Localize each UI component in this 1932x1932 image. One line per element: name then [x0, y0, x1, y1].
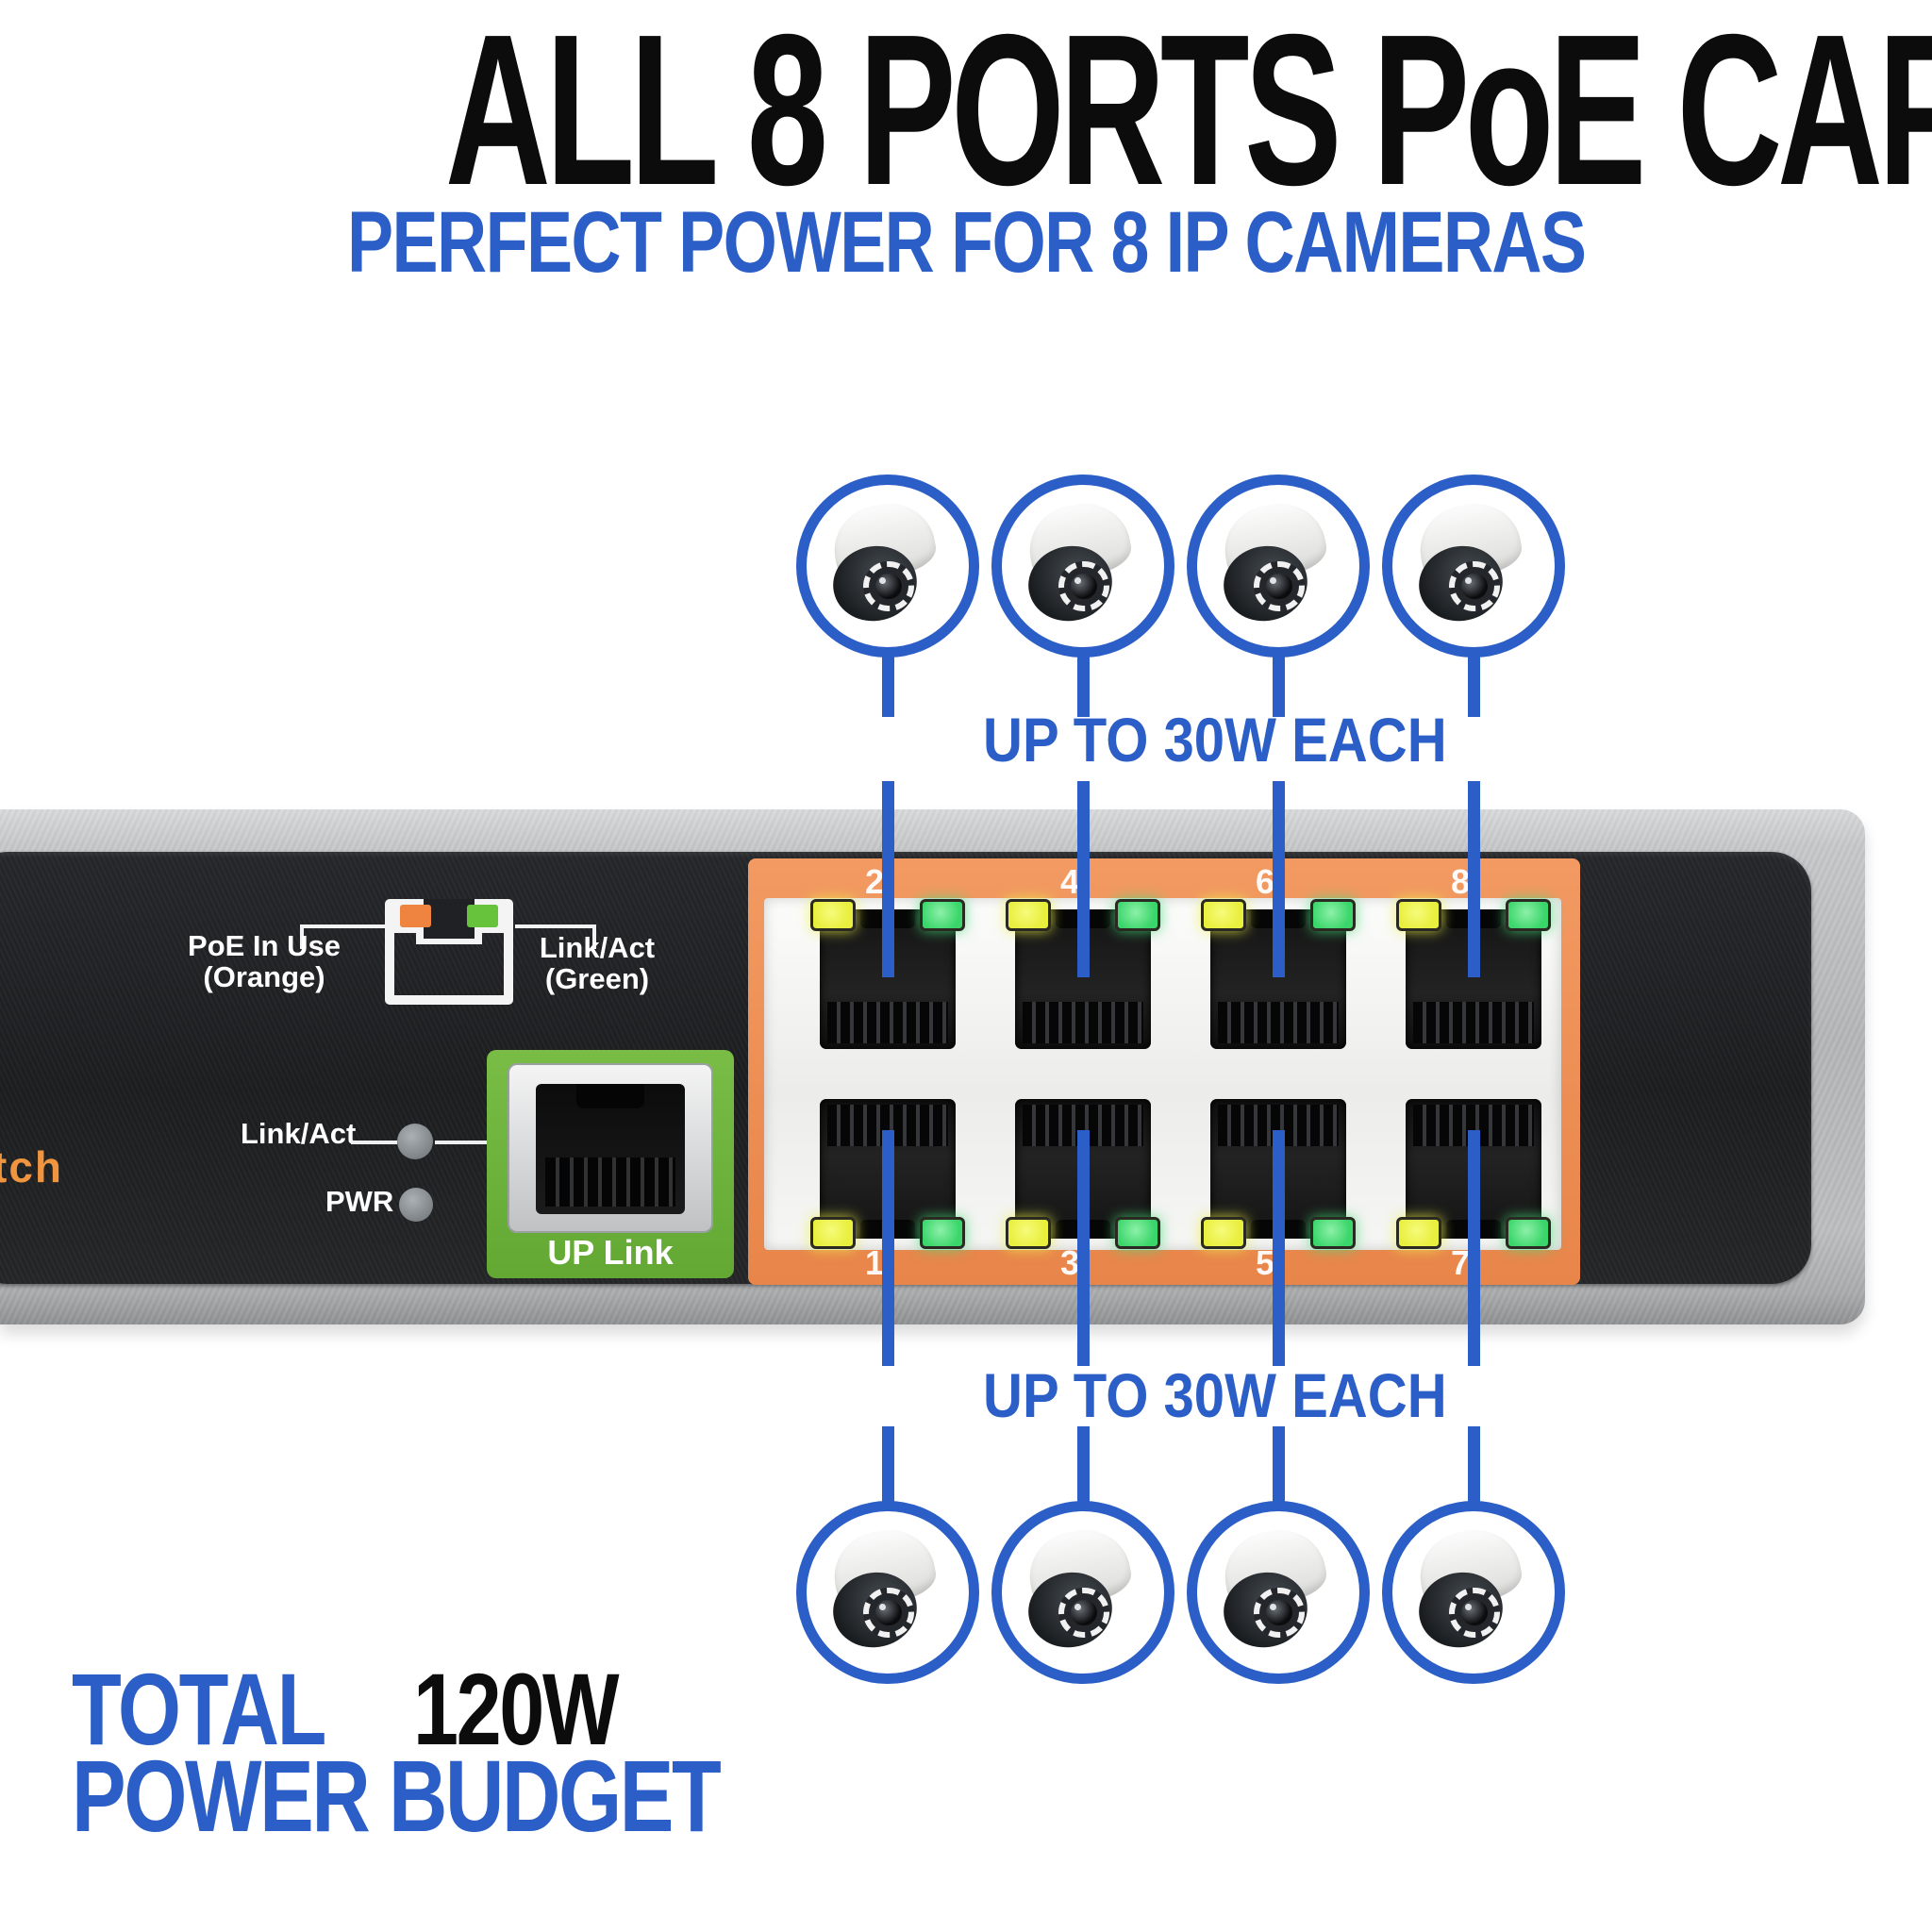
- port-number: 4: [1059, 862, 1080, 901]
- link-act-green-label-line2: (Green): [544, 962, 650, 995]
- page-subtitle-text: PERFECT POWER FOR 8 IP CAMERAS: [346, 194, 1587, 291]
- connector-line: [1273, 1130, 1285, 1366]
- budget-line: POWER BUDGET: [72, 1739, 881, 1853]
- camera-circle: [796, 475, 979, 658]
- uplink-rj45-jack: [536, 1084, 685, 1214]
- port-number: 5: [1255, 1243, 1275, 1282]
- legend-pointer-line: [300, 924, 304, 949]
- dome-camera-icon: [1002, 485, 1164, 647]
- led-pointer-line: [351, 1141, 397, 1144]
- uplink-port: UP Link: [487, 1050, 734, 1278]
- legend-orange-led-icon: [400, 905, 431, 927]
- port-led-yellow-icon: [1006, 899, 1051, 931]
- port-led-green-icon: [1506, 1217, 1551, 1249]
- camera-circle: [1382, 1501, 1565, 1684]
- port-led-green-icon: [920, 1217, 965, 1249]
- legend-pointer-line: [592, 924, 596, 949]
- dome-camera-icon: [1197, 1511, 1359, 1674]
- total-wattage-line: TOTAL 120W: [72, 1652, 881, 1766]
- port-number: 8: [1450, 862, 1471, 901]
- port-led-green-icon: [1310, 1217, 1356, 1249]
- legend-pointer-line: [300, 924, 385, 928]
- dome-camera-icon: [1392, 485, 1555, 647]
- dome-camera-icon: [807, 1511, 969, 1674]
- poe-in-use-label-line1: PoE In Use: [188, 929, 341, 962]
- port-number: 6: [1255, 862, 1275, 901]
- port-led-yellow-icon: [1006, 1217, 1051, 1249]
- dome-camera-icon: [1002, 1511, 1164, 1674]
- top-wattage-note: UP TO 30W EACH: [983, 708, 1510, 771]
- dome-camera-icon: [1392, 1511, 1555, 1674]
- connector-line: [882, 1130, 894, 1366]
- port-led-yellow-icon: [810, 1217, 856, 1249]
- legend-pointer-line: [515, 924, 596, 928]
- power-budget-label: POWER BUDGET: [72, 1739, 722, 1853]
- port-led-green-icon: [1310, 899, 1356, 931]
- poe-in-use-label: PoE In Use (Orange): [156, 930, 373, 992]
- brand-text-fragment: tch: [0, 1142, 63, 1191]
- connector-line: [1468, 781, 1480, 977]
- port-led-yellow-icon: [810, 899, 856, 931]
- connector-line: [1273, 652, 1285, 717]
- camera-circle: [796, 1501, 979, 1684]
- link-act-green-label-line1: Link/Act: [539, 931, 656, 964]
- page-subtitle: PERFECT POWER FOR 8 IP CAMERAS: [0, 194, 1932, 291]
- port-number: 7: [1450, 1243, 1471, 1282]
- rj45-legend-icon: [385, 899, 513, 1005]
- poe-port-group: 2 4 6 8: [748, 858, 1580, 1285]
- connector-line: [1468, 652, 1480, 717]
- port-led-green-icon: [920, 899, 965, 931]
- total-label: TOTAL: [72, 1652, 326, 1766]
- rj45-latch-tab: [576, 1084, 644, 1108]
- port-led-green-icon: [1115, 899, 1160, 931]
- connector-line: [1468, 1130, 1480, 1366]
- link-act-label: Link/Act: [241, 1117, 357, 1150]
- port-led-yellow-icon: [1201, 1217, 1246, 1249]
- connector-line: [882, 781, 894, 977]
- port-number: 3: [1059, 1243, 1080, 1282]
- port-panel: [764, 898, 1561, 1250]
- power-budget-callout: TOTAL 120W POWER BUDGET: [72, 1652, 881, 1853]
- poe-switch: PoE In Use (Orange) Link/Act (Green) Lin…: [0, 809, 1865, 1324]
- led-pointer-line: [435, 1141, 487, 1144]
- connector-line: [1077, 781, 1090, 977]
- uplink-label: UP Link: [547, 1233, 674, 1272]
- legend-green-led-icon: [467, 905, 498, 927]
- connector-line: [1273, 781, 1285, 977]
- camera-circle: [991, 1501, 1174, 1684]
- page-title: ALL 8 PORTS PoE CAPABLE: [0, 0, 1932, 230]
- port-number: 2: [864, 862, 885, 901]
- connector-line: [1468, 1426, 1480, 1502]
- connector-line: [1077, 652, 1090, 717]
- port-led-yellow-icon: [1201, 899, 1246, 931]
- link-act-led-icon: [397, 1124, 433, 1159]
- top-wattage-note-text: UP TO 30W EACH: [983, 705, 1447, 774]
- port-led-green-icon: [1115, 1217, 1160, 1249]
- connector-line: [882, 1426, 894, 1502]
- port-led-yellow-icon: [1396, 899, 1441, 931]
- connector-line: [1273, 1426, 1285, 1502]
- uplink-rj45-bezel: [508, 1063, 713, 1233]
- bottom-wattage-note: UP TO 30W EACH: [983, 1364, 1510, 1426]
- total-value: 120W: [412, 1652, 620, 1766]
- pwr-led-icon: [399, 1188, 433, 1222]
- dome-camera-icon: [807, 485, 969, 647]
- rj45-pin-comb: [545, 1158, 675, 1207]
- page-title-text: ALL 8 PORTS PoE CAPABLE: [444, 0, 1932, 230]
- port-led-green-icon: [1506, 899, 1551, 931]
- port-led-yellow-icon: [1396, 1217, 1441, 1249]
- connector-line: [1077, 1426, 1090, 1502]
- connector-line: [882, 652, 894, 717]
- port-number: 1: [864, 1243, 885, 1282]
- bottom-wattage-note-text: UP TO 30W EACH: [983, 1360, 1447, 1430]
- pwr-label: PWR: [325, 1185, 394, 1218]
- camera-circle: [1187, 475, 1370, 658]
- poe-in-use-label-line2: (Orange): [203, 960, 325, 993]
- camera-circle: [1187, 1501, 1370, 1684]
- camera-circle: [991, 475, 1174, 658]
- connector-line: [1077, 1130, 1090, 1366]
- camera-circle: [1382, 475, 1565, 658]
- link-act-green-label: Link/Act (Green): [498, 932, 696, 994]
- dome-camera-icon: [1197, 485, 1359, 647]
